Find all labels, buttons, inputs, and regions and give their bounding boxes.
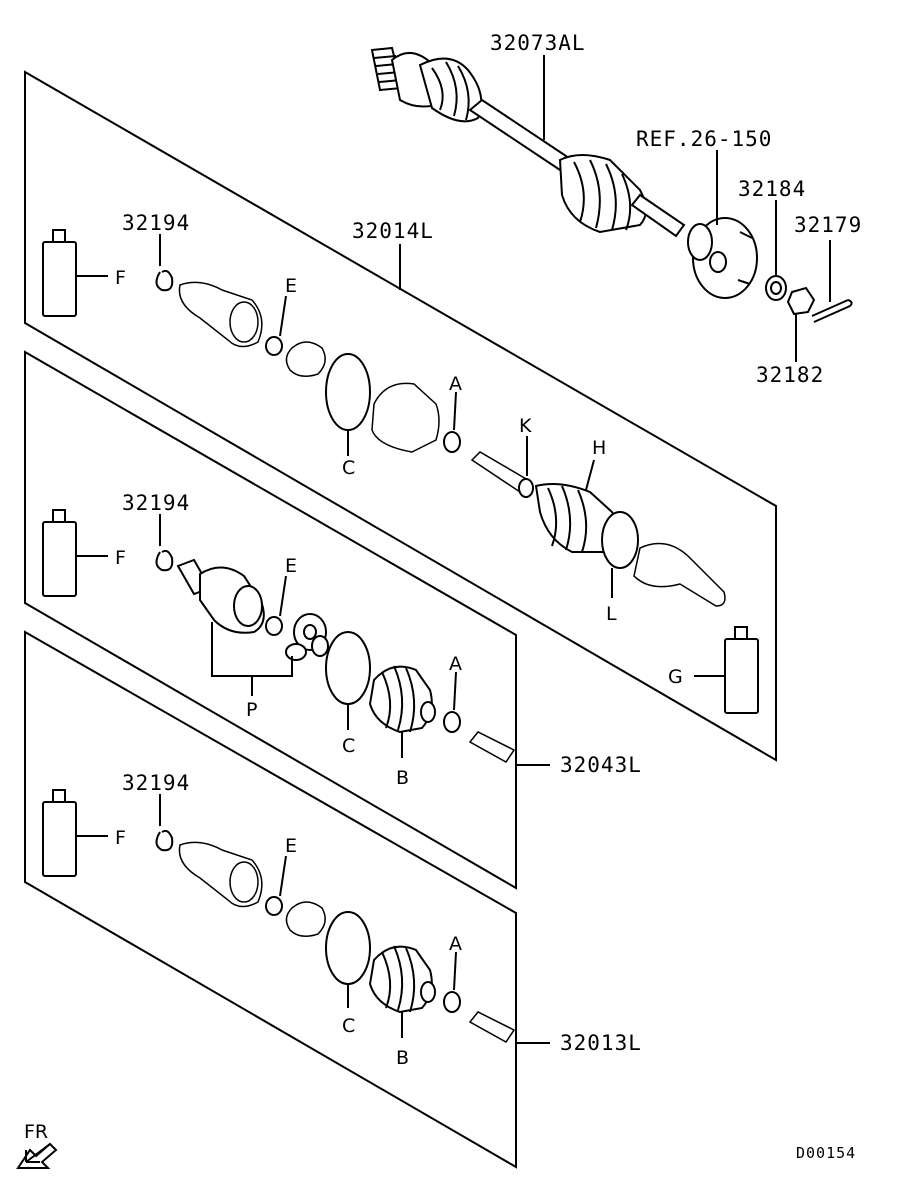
shaft-3	[468, 1011, 516, 1043]
label-C-2: C	[342, 735, 355, 757]
diagram-code: D00154	[796, 1144, 856, 1162]
panel-32043L	[24, 350, 517, 890]
shaft-2	[468, 731, 516, 763]
label-C-3: C	[342, 1015, 355, 1037]
washer-32184	[765, 275, 787, 301]
label-F-3: F	[115, 827, 126, 849]
label-H: H	[592, 437, 606, 459]
label-K: K	[519, 415, 532, 437]
label-32194-3: 32194	[122, 771, 190, 795]
panel-32013L	[24, 630, 517, 1169]
label-E-3: E	[285, 835, 297, 857]
label-32179: 32179	[794, 213, 862, 237]
panel-32014L	[24, 70, 777, 762]
label-B-2: B	[396, 1047, 409, 1069]
label-32194-1: 32194	[122, 211, 190, 235]
ring-E-3	[265, 896, 283, 916]
boot-1	[371, 382, 440, 453]
band-C-3	[325, 911, 371, 985]
joint-housing-P	[176, 558, 265, 634]
label-E-1: E	[285, 275, 297, 297]
label-32182: 32182	[756, 363, 824, 387]
ring-E-1	[265, 336, 283, 356]
driveshaft-assembly-32073AL	[370, 46, 686, 238]
band-C-2	[325, 631, 371, 705]
clamp-K	[518, 478, 534, 498]
nut-32182	[786, 286, 816, 316]
label-C-1: C	[342, 457, 355, 479]
label-32013L: 32013L	[560, 1031, 642, 1055]
label-A-2: A	[449, 653, 462, 675]
label-A-3: A	[449, 933, 462, 955]
label-E-2: E	[285, 555, 297, 577]
label-fr: FR	[24, 1121, 48, 1143]
label-ref: REF.26-150	[636, 127, 772, 151]
label-F-2: F	[115, 547, 126, 569]
clamp-A-3	[443, 991, 461, 1013]
label-P: P	[246, 699, 257, 721]
label-A-1: A	[449, 373, 462, 395]
outer-joint-1	[633, 542, 726, 607]
grease-tube-G	[694, 626, 759, 714]
label-32194-2: 32194	[122, 491, 190, 515]
grease-tube-F-3	[42, 789, 108, 877]
label-32043L: 32043L	[560, 753, 642, 777]
circlip-32194-1	[155, 269, 174, 292]
label-32014L: 32014L	[352, 219, 434, 243]
wheel-hub	[687, 217, 758, 299]
band-C-1	[325, 353, 371, 431]
label-B-1: B	[396, 767, 409, 789]
band-L	[601, 511, 639, 569]
label-G: G	[668, 666, 683, 688]
spider-1	[285, 341, 326, 377]
label-32184: 32184	[738, 177, 806, 201]
grease-tube-F-2	[42, 509, 108, 597]
label-F-1: F	[115, 267, 126, 289]
cotter-pin-32179	[811, 299, 853, 323]
spider-3	[285, 901, 326, 937]
grease-tube-F-1	[42, 229, 108, 317]
label-L: L	[606, 603, 617, 625]
circlip-32194-2	[155, 549, 174, 572]
clamp-A-1	[443, 431, 461, 453]
clamp-A-2	[443, 711, 461, 733]
tripod-spider	[285, 613, 329, 661]
label-32073AL: 32073AL	[490, 31, 586, 55]
circlip-32194-3	[155, 829, 174, 852]
ring-E-2	[265, 616, 283, 636]
